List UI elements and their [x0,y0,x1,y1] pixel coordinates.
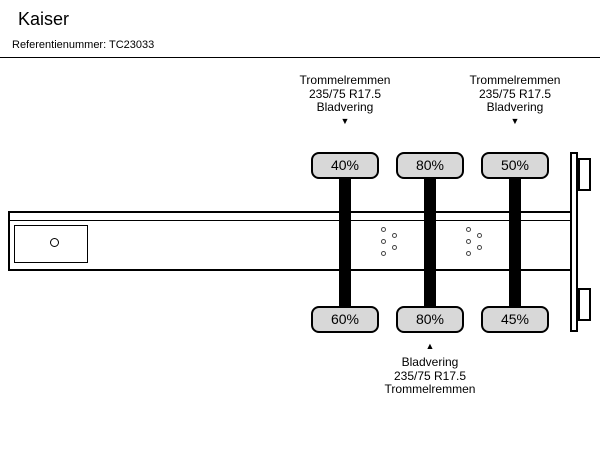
annotation-axle2-tire-size: 235/75 R17.5 [393,368,467,383]
rear-lamp-top [578,158,591,191]
axle-bar-1 [339,177,351,307]
tire-rating-bottom-axle3: 45% [481,306,549,333]
tire-rating-top-axle2: 80% [396,152,464,179]
arrow-down-icon: ▼ [340,116,350,126]
kingpin-circle [50,238,59,247]
tire-rating-bottom-axle2: 80% [396,306,464,333]
header-separator [0,57,600,58]
tire-rating-top-axle3: 50% [481,152,549,179]
annotation-axle1: Trommelremmen 235/75 R17.5 Bladvering [260,73,430,115]
rivet-dot [466,239,471,244]
annotation-axle1-tire-size: 235/75 R17.5 [308,86,382,101]
annotation-axle2-suspension: Bladvering [401,355,459,369]
annotation-axle1-brakes: Trommelremmen [299,73,391,87]
chassis-beam-flange-line [8,220,572,221]
annotation-axle1-suspension: Bladvering [316,100,374,114]
rivet-dot [477,245,482,250]
rivet-dot [466,227,471,232]
annotation-axle2: Bladvering 235/75 R17.5 Trommelremmen [345,355,515,397]
annotation-axle3-suspension: Bladvering [486,100,544,114]
arrow-up-icon: ▲ [425,341,435,351]
rear-lamp-bottom [578,288,591,321]
rivet-dot [392,245,397,250]
annotation-axle3-tire-size: 235/75 R17.5 [478,86,552,101]
tire-rating-bottom-axle1: 60% [311,306,379,333]
axle-bar-2 [424,177,436,307]
reference-number: Referentienummer: TC23033 [12,39,155,51]
rivet-dot [381,227,386,232]
page-title: Kaiser [18,9,70,29]
annotation-axle3-brakes: Trommelremmen [469,73,561,87]
axle-bar-3 [509,177,521,307]
rivet-dot [381,251,386,256]
rivet-dot [392,233,397,238]
rivet-dot [466,251,471,256]
arrow-down-icon: ▼ [510,116,520,126]
tire-rating-top-axle1: 40% [311,152,379,179]
annotation-axle2-brakes: Trommelremmen [384,382,476,396]
annotation-axle3: Trommelremmen 235/75 R17.5 Bladvering [430,73,600,115]
chassis-beam [8,211,572,271]
rivet-dot [477,233,482,238]
rivet-dot [381,239,386,244]
rear-frame-bar [570,152,578,332]
